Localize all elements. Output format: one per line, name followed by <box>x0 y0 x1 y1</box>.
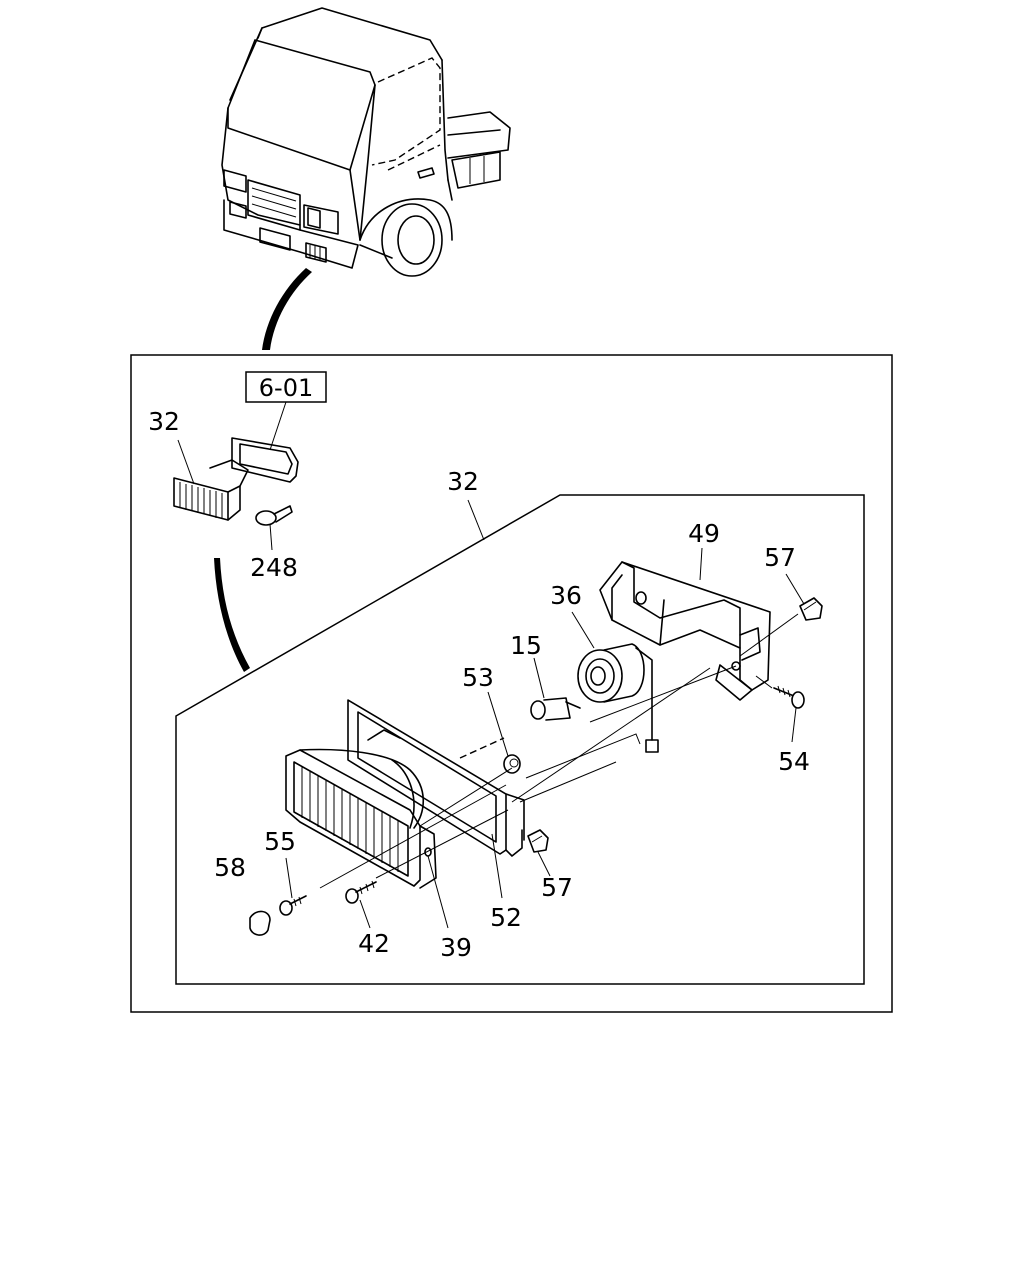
cap-58 <box>249 910 271 936</box>
outer-frame <box>130 354 893 1013</box>
lamp-socket-36 <box>577 643 659 753</box>
callout-53: 53 <box>462 663 494 692</box>
screw-55 <box>279 895 307 916</box>
callout-39: 39 <box>440 933 472 962</box>
bracket-49 <box>599 561 771 701</box>
reference-box-label: 6-01 <box>259 374 313 402</box>
pointer-arrow-top <box>262 268 312 350</box>
clip-57-lower <box>527 829 549 853</box>
truck-cab-illustration <box>221 7 511 277</box>
pointer-arrow-inner <box>214 558 250 672</box>
screw-54 <box>773 685 805 709</box>
bulb-15 <box>530 697 581 721</box>
callout-52: 52 <box>490 903 522 932</box>
grommet-53 <box>503 754 521 774</box>
assembly-lines <box>319 613 799 889</box>
callout-32-small-lamp: 32 <box>148 407 180 436</box>
reference-box: 6-01 <box>245 371 327 451</box>
screw-42 <box>345 880 377 904</box>
callout-32-assembly: 32 <box>447 467 479 496</box>
callout-54: 54 <box>778 747 810 776</box>
callout-49: 49 <box>688 519 720 548</box>
callout-labels: 32 248 32 49 57 36 15 53 54 55 58 57 42 … <box>148 407 810 962</box>
callout-leaders <box>177 439 805 929</box>
callout-248: 248 <box>250 553 298 582</box>
callout-57-upper: 57 <box>764 543 796 572</box>
callout-42: 42 <box>358 929 390 958</box>
callout-58: 58 <box>214 853 246 882</box>
callout-57-lower: 57 <box>541 873 573 902</box>
lamp-housing-39 <box>285 748 437 889</box>
callout-55: 55 <box>264 827 296 856</box>
clip-57-upper <box>799 597 823 621</box>
small-fog-lamp-assembly <box>173 437 299 526</box>
inner-frame <box>175 494 865 985</box>
callout-15: 15 <box>510 631 542 660</box>
callout-36: 36 <box>550 581 582 610</box>
